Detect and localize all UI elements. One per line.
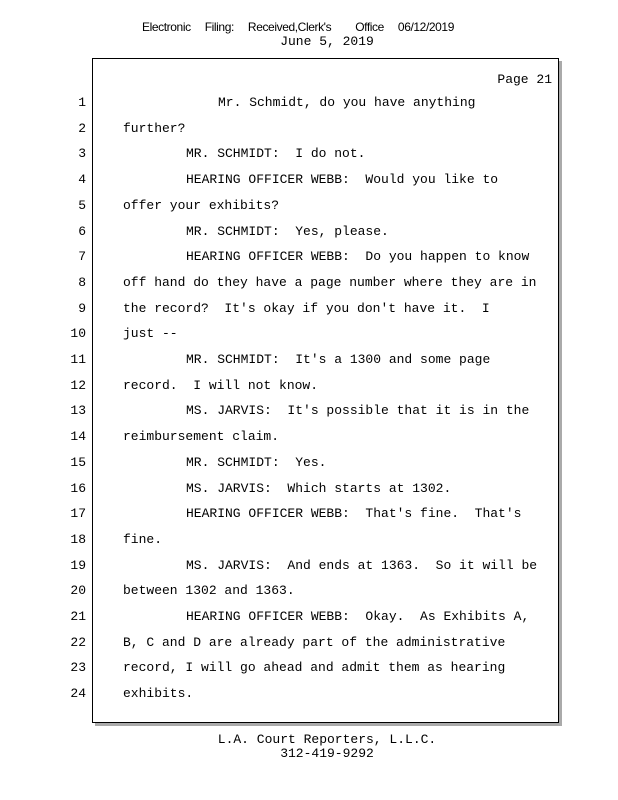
line-text: MR. SCHMIDT: Yes. bbox=[186, 454, 327, 470]
transcript-line: 16 MS. JARVIS: Which starts at 1302. bbox=[0, 481, 618, 501]
filing-stamp: Electronic Filing: Received,Clerk's Office 0… bbox=[142, 20, 468, 34]
stamp-text: Office bbox=[355, 20, 384, 34]
line-text: HEARING OFFICER WEBB: Okay. As Exhibits … bbox=[186, 609, 530, 624]
stamp-text: Electronic bbox=[142, 20, 191, 34]
line-number: 17 bbox=[70, 506, 86, 522]
line-number: 7 bbox=[78, 249, 86, 265]
line-text: MS. JARVIS: And ends at 1363. So it will… bbox=[186, 557, 538, 573]
line-number: 23 bbox=[70, 660, 86, 676]
transcript-line: 12 record. I will not know. bbox=[0, 378, 618, 398]
line-number: 4 bbox=[78, 172, 86, 188]
line-number: 11 bbox=[70, 352, 86, 367]
transcript-line: 7 HEARING OFFICER WEBB: Do you happen to … bbox=[0, 249, 618, 269]
transcript-line: 10 just -- bbox=[0, 326, 618, 346]
line-text: MR. SCHMIDT: Yes, please. bbox=[186, 223, 389, 239]
transcript-line: 1 Mr. Schmidt, do you have anything bbox=[0, 95, 618, 115]
transcript-line: 24 exhibits. bbox=[0, 686, 618, 706]
transcript-line: 2 further? bbox=[0, 121, 618, 141]
line-number: 1 bbox=[78, 95, 86, 110]
line-text: further? bbox=[123, 120, 186, 136]
transcript-line: 21 HEARING OFFICER WEBB: Okay. As Exhibit… bbox=[0, 609, 618, 629]
footer-phone: 312-419-9292 bbox=[280, 746, 374, 761]
transcript-line: 23 record, I will go ahead and admit them… bbox=[0, 660, 618, 680]
transcript-line: 13 MS. JARVIS: It's possible that it is i… bbox=[0, 403, 618, 423]
transcript-line: 5 offer your exhibits? bbox=[0, 198, 618, 218]
line-number: 6 bbox=[78, 223, 86, 239]
line-number: 5 bbox=[78, 197, 86, 213]
line-number: 10 bbox=[70, 326, 86, 342]
transcript-line: 17 HEARING OFFICER WEBB: That's fine. Tha… bbox=[0, 506, 618, 526]
transcript-line: 8 off hand do they have a page number whe… bbox=[0, 275, 618, 295]
transcript-line: 4 HEARING OFFICER WEBB: Would you like to bbox=[0, 172, 618, 192]
line-text: record. I will not know. bbox=[123, 377, 319, 393]
stamp-text: Filing: bbox=[204, 20, 235, 34]
line-text: offer your exhibits? bbox=[123, 197, 280, 213]
line-number: 12 bbox=[70, 377, 86, 393]
transcript-line: 14 reimbursement claim. bbox=[0, 429, 618, 449]
transcript-line: 11 MR. SCHMIDT: It's a 1300 and some page bbox=[0, 352, 618, 372]
line-text: record, I will go ahead and admit them a… bbox=[123, 660, 506, 676]
page-number: Page 21 bbox=[497, 72, 552, 87]
line-text: HEARING OFFICER WEBB: Would you like to bbox=[186, 172, 499, 188]
line-text: B, C and D are already part of the admin… bbox=[123, 634, 506, 650]
hearing-date: June 5, 2019 bbox=[280, 34, 374, 49]
line-number: 14 bbox=[70, 429, 86, 445]
line-text: the record? It's okay if you don't have … bbox=[123, 300, 490, 316]
stamp-text: Received,Clerk's bbox=[247, 20, 332, 34]
line-text: fine. bbox=[123, 531, 163, 547]
line-number: 24 bbox=[70, 686, 86, 702]
transcript-line: 15 MR. SCHMIDT: Yes. bbox=[0, 455, 618, 475]
transcript-line: 20 between 1302 and 1363. bbox=[0, 583, 618, 603]
line-number: 9 bbox=[78, 300, 86, 316]
line-text: HEARING OFFICER WEBB: That's fine. That'… bbox=[186, 506, 522, 522]
transcript-line: 6 MR. SCHMIDT: Yes, please. bbox=[0, 224, 618, 244]
line-text: MS. JARVIS: It's possible that it is in … bbox=[186, 403, 530, 419]
line-text: MS. JARVIS: Which starts at 1302. bbox=[186, 480, 452, 496]
line-number: 16 bbox=[70, 480, 86, 496]
line-number: 15 bbox=[70, 454, 86, 470]
stamp-date: 06/12/2019 bbox=[397, 20, 454, 34]
line-number: 2 bbox=[78, 120, 86, 136]
line-text: HEARING OFFICER WEBB: Do you happen to k… bbox=[186, 249, 530, 265]
transcript-line: 9 the record? It's okay if you don't have… bbox=[0, 301, 618, 321]
line-text: exhibits. bbox=[123, 686, 194, 702]
transcript-line: 18 fine. bbox=[0, 532, 618, 552]
line-number: 22 bbox=[70, 634, 86, 650]
footer-company: L.A. Court Reporters, L.L.C. bbox=[217, 732, 437, 747]
line-text: MR. SCHMIDT: It's a 1300 and some page bbox=[186, 352, 491, 367]
line-text: off hand do they have a page number wher… bbox=[123, 274, 537, 290]
line-number: 13 bbox=[70, 403, 86, 419]
transcript-page-box bbox=[92, 58, 559, 723]
line-text: between 1302 and 1363. bbox=[123, 583, 295, 599]
line-number: 8 bbox=[78, 274, 86, 290]
line-number: 19 bbox=[70, 557, 86, 573]
line-number: 18 bbox=[70, 531, 86, 547]
transcript-line: 22 B, C and D are already part of the adm… bbox=[0, 635, 618, 655]
transcript-line: 19 MS. JARVIS: And ends at 1363. So it wi… bbox=[0, 558, 618, 578]
line-number: 20 bbox=[70, 583, 86, 599]
line-text: reimbursement claim. bbox=[123, 429, 280, 445]
transcript-line: 3 MR. SCHMIDT: I do not. bbox=[0, 146, 618, 166]
line-number: 3 bbox=[78, 146, 86, 162]
line-number: 21 bbox=[70, 609, 86, 624]
line-text: MR. SCHMIDT: I do not. bbox=[186, 146, 366, 162]
line-text: just -- bbox=[123, 326, 178, 342]
line-text: Mr. Schmidt, do you have anything bbox=[218, 95, 476, 110]
